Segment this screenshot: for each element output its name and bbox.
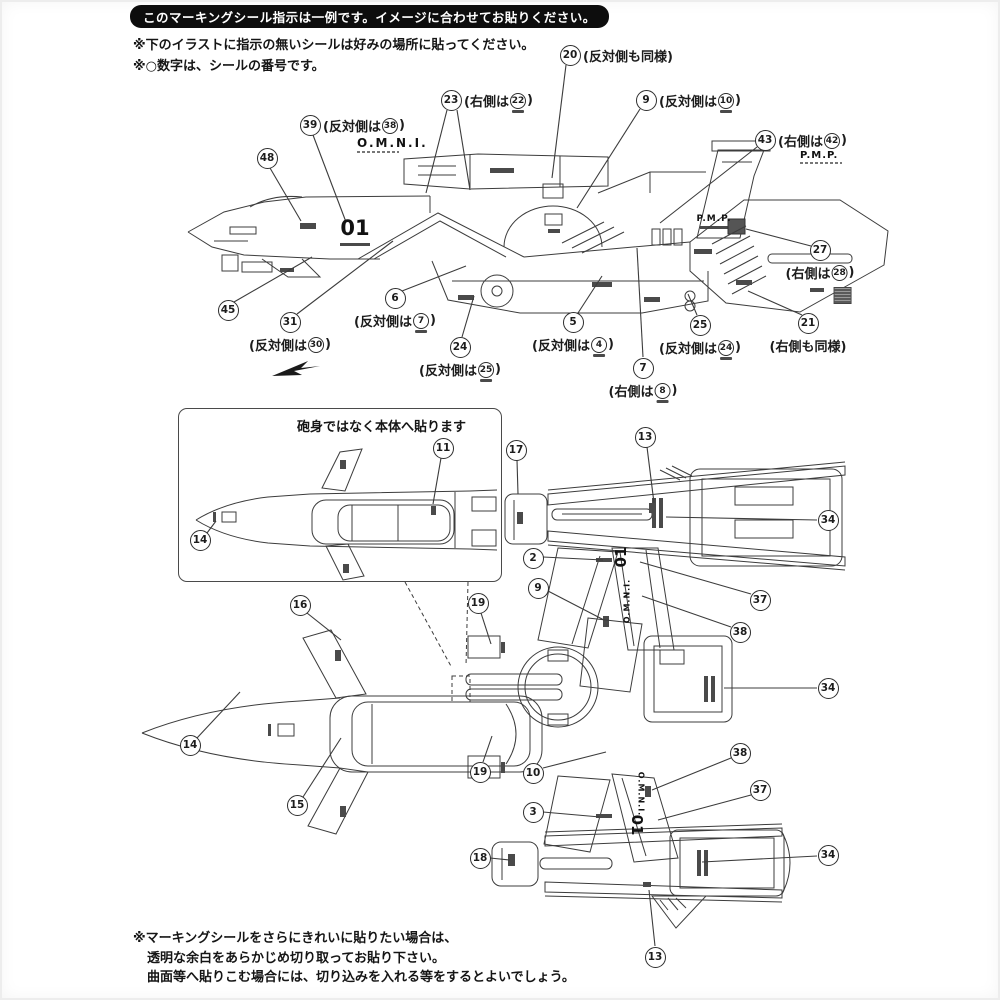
callout-43: 43 <box>754 129 776 151</box>
callout-38: 38 <box>729 742 751 764</box>
callout-19: 19 <box>467 592 489 614</box>
inline-callout-25: 25 <box>478 361 494 378</box>
callout-25: 25 <box>689 314 711 336</box>
inset-frame <box>178 408 502 582</box>
pmp-logo: P.M.P. <box>800 150 847 164</box>
seal-preview <box>593 353 605 357</box>
callout-leader-lines <box>196 64 818 947</box>
callout-15: 15 <box>286 794 308 816</box>
header-banner: このマーキングシール指示は一例です。イメージに合わせてお貼りください。 <box>130 5 609 28</box>
inset-caption: 砲身ではなく本体へ貼ります <box>297 420 467 435</box>
seal-preview <box>720 356 732 360</box>
marking-pmp: P.M.P. <box>696 214 732 224</box>
callout-13: 13 <box>644 946 666 968</box>
callout-5: 5 <box>562 311 584 333</box>
callout-16: 16 <box>289 594 311 616</box>
inline-callout-24: 24 <box>718 339 734 356</box>
callout-9: 9 <box>527 577 549 599</box>
callout-14: 14 <box>189 529 211 551</box>
callout-39: 39 <box>299 114 321 136</box>
callout-2: 2 <box>522 547 544 569</box>
callout-14: 14 <box>179 734 201 756</box>
marking-omni: O.M.N.I. <box>622 578 632 624</box>
callout-34: 34 <box>817 677 839 699</box>
callout-10: 10 <box>522 762 544 784</box>
inline-callout-7: 7 <box>413 312 429 329</box>
callout-45: 45 <box>217 299 239 321</box>
booster-artwork <box>504 461 846 651</box>
inline-callout-30: 30 <box>308 336 324 353</box>
marking-01: 01 <box>612 546 630 568</box>
stamp-sticker-preview <box>834 287 852 304</box>
top-view-artwork <box>141 617 791 929</box>
callout-18: 18 <box>469 847 491 869</box>
callout-48: 48 <box>256 147 278 169</box>
seal-preview <box>480 378 492 382</box>
callout-7: 7 <box>632 357 654 379</box>
note-line-2: ※○数字は、シールの番号です。 <box>133 59 325 74</box>
inset-artwork <box>195 448 498 669</box>
marking-01: 01 <box>340 216 370 240</box>
callout-37: 37 <box>749 779 771 801</box>
inline-callout-28: 28 <box>831 264 848 281</box>
callout-6: 6 <box>384 287 406 309</box>
callout-11: 11 <box>432 437 454 459</box>
callout-37: 37 <box>749 589 771 611</box>
inline-callout-10: 10 <box>717 92 734 109</box>
note-line-1: ※下のイラストに指示の無いシールは好みの場所に貼ってください。 <box>133 38 535 53</box>
callout-23: 23 <box>440 89 462 111</box>
callout-34: 34 <box>817 844 839 866</box>
marking-01: 01 <box>628 814 646 836</box>
callout-label-20: (反対側も同様) <box>583 49 673 65</box>
seal-preview <box>656 399 669 403</box>
callout-20: 20 <box>559 44 581 66</box>
callout-34: 34 <box>817 509 839 531</box>
callout-21: 21 <box>797 312 819 334</box>
side-view-artwork <box>187 140 889 314</box>
callout-19: 19 <box>469 761 491 783</box>
footer-line-1: ※マーキングシールをさらにきれいに貼りたい場合は、 <box>133 931 458 946</box>
callout-38: 38 <box>729 621 751 643</box>
seal-preview <box>511 109 524 113</box>
inline-callout-8: 8 <box>654 382 671 399</box>
inline-callout-4: 4 <box>591 336 607 353</box>
footer-line-3: 曲面等へ貼りこむ場合には、切り込みを入れる等をするとよいでしょう。 <box>147 970 575 985</box>
footer-notes: ※マーキングシールをさらにきれいに貼りたい場合は、 透明な余白をあらかじめ切り取… <box>133 929 575 988</box>
callout-label-21: (右側も同様) <box>769 339 847 355</box>
marking-omni: O.M.N.I. <box>636 771 646 817</box>
callout-3: 3 <box>522 801 544 823</box>
callout-17: 17 <box>505 439 527 461</box>
inline-callout-38: 38 <box>381 117 398 134</box>
callout-31: 31 <box>279 311 301 333</box>
omni-logo: O.M.N.I. <box>357 136 428 153</box>
footer-line-2: 透明な余白をあらかじめ切り取ってお貼り下さい。 <box>147 950 445 966</box>
callout-27: 27 <box>809 239 831 261</box>
callout-9: 9 <box>635 89 657 111</box>
callout-13: 13 <box>634 426 656 448</box>
inline-callout-22: 22 <box>509 92 526 109</box>
inline-callout-42: 42 <box>823 132 840 149</box>
callout-24: 24 <box>449 336 471 358</box>
arrow-sticker-preview <box>272 358 322 382</box>
seal-preview <box>719 109 732 113</box>
seal-preview <box>415 329 427 333</box>
